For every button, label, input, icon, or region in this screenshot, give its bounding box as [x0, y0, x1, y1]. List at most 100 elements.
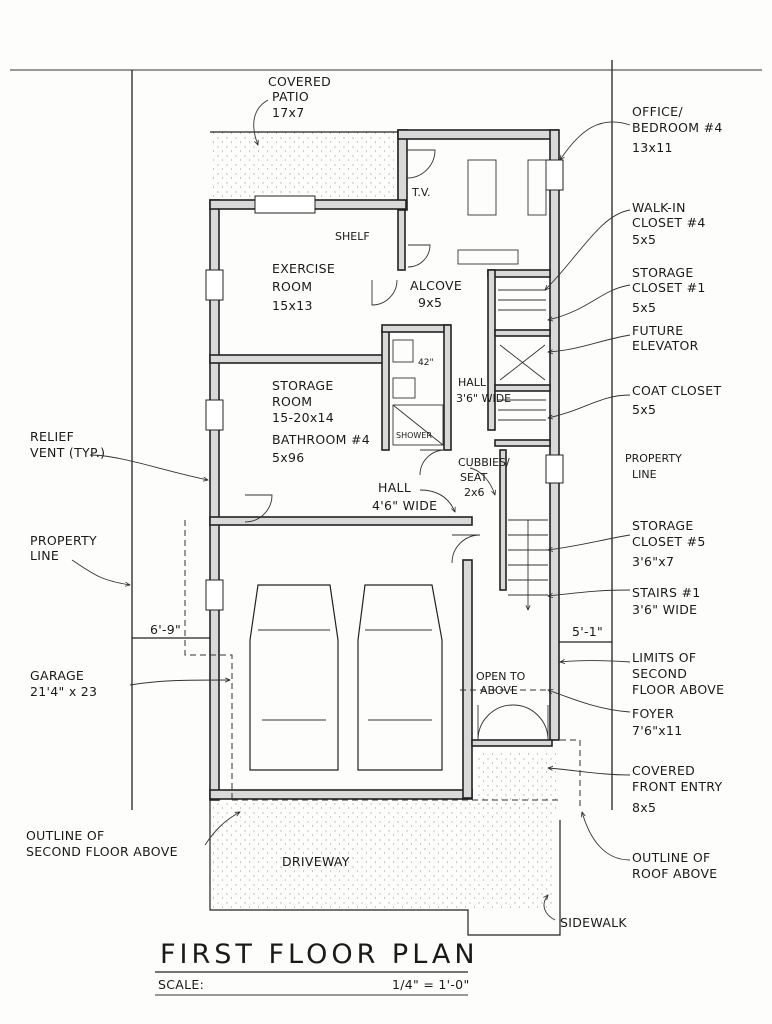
exercise-name2: ROOM: [272, 279, 312, 294]
car-right: [357, 584, 443, 771]
relief-label: RELIEF: [30, 429, 74, 444]
wall-elevator-north: [494, 329, 551, 337]
wall-north: [397, 129, 559, 140]
door-office: [407, 244, 431, 268]
leader-entry: [548, 768, 631, 776]
window-storage: [205, 399, 224, 431]
wall-stairs-west: [499, 449, 507, 591]
garage-dim: 21'4" x 23: [30, 684, 97, 699]
wall-garage-south: [209, 789, 473, 800]
bath-toilet: [392, 339, 414, 363]
elevator-name: FUTURE: [632, 323, 684, 338]
scale-value: 1/4" = 1'-0": [392, 977, 470, 992]
leader-limits: [560, 661, 631, 663]
office-dim: 13x11: [632, 140, 673, 155]
patio-name2: PATIO: [272, 89, 309, 104]
leader-walkin: [545, 209, 631, 290]
office-desk: [467, 159, 497, 216]
window-exercise: [205, 269, 224, 301]
leader-property-left: [71, 559, 130, 585]
hall1-name: HALL: [458, 376, 487, 389]
limits-label2: SECOND: [632, 666, 687, 681]
leader-patio: [253, 99, 269, 145]
fixtures: [392, 159, 548, 610]
wall-patio-east: [397, 129, 408, 211]
walkin-dim: 5x5: [632, 232, 656, 247]
wall-east: [549, 129, 560, 741]
property-left-label2: LINE: [30, 548, 59, 563]
hall2-dim: 4'6" WIDE: [372, 498, 437, 513]
door-garage: [451, 534, 481, 564]
coat-shelves: [498, 399, 546, 421]
wall-garage-east: [462, 559, 473, 799]
relief-label2: VENT (TYP.): [30, 445, 105, 460]
garage-cars: [249, 584, 443, 771]
office-name: OFFICE/: [632, 104, 683, 119]
entry-hatch: [478, 752, 556, 812]
foyer-name: FOYER: [632, 706, 674, 721]
windows: [205, 159, 564, 611]
outline-second-floor: [184, 520, 233, 800]
shower-label: SHOWER: [396, 431, 432, 440]
door-storage: [244, 494, 273, 523]
patio-dim: 17x7: [272, 105, 304, 120]
storage5-name: STORAGE: [632, 518, 694, 533]
bath-sink: [392, 377, 416, 399]
leader-sidewalk: [544, 895, 556, 921]
cubbies-name2: SEAT: [460, 471, 488, 484]
leader-roof: [582, 812, 631, 861]
wall-exercise-storage: [209, 354, 389, 364]
property-right-label: PROPERTY: [625, 452, 682, 465]
leader-hall2: [419, 489, 455, 512]
bath-shower: [392, 404, 444, 446]
leader-coat: [548, 394, 631, 418]
patio-name: COVERED: [268, 74, 331, 89]
bath-dim: 5x96: [272, 450, 304, 465]
window-stairs: [545, 454, 564, 484]
office-cabinet: [527, 159, 547, 216]
outline-roof-label2: ROOF ABOVE: [632, 866, 718, 881]
setback-right-label: 5'-1": [572, 624, 603, 639]
leader-cubbies: [469, 467, 495, 495]
leader-stairs: [548, 589, 631, 596]
door-bath: [419, 449, 446, 476]
room-labels: COVERED PATIO 17x7 OFFICE/ BEDROOM #4 13…: [30, 74, 722, 815]
title-block: FIRST FLOOR PLAN SCALE: 1/4" = 1'-0": [155, 939, 475, 996]
foyer-dim: 7'6"x11: [632, 723, 683, 738]
patio-hatch: [210, 132, 398, 204]
storageroom-name: STORAGE: [272, 378, 334, 393]
storage1-name2: CLOSET #1: [632, 280, 706, 295]
leader-outline-second: [204, 812, 240, 846]
leader-office: [560, 121, 631, 160]
driveway-outline: [209, 800, 561, 936]
wall-foyer-south: [471, 739, 553, 747]
stairs-name: STAIRS #1: [632, 585, 701, 600]
wall-storage-garage: [209, 516, 473, 526]
leader-storage1: [548, 284, 631, 320]
walkin-name2: CLOSET #4: [632, 215, 706, 230]
entry-dim: 8x5: [632, 800, 656, 815]
closet-shelves: [498, 289, 546, 311]
door-patio: [406, 149, 436, 179]
hall1-dim: 3'6" WIDE: [456, 392, 511, 405]
elevator-name2: ELEVATOR: [632, 338, 699, 353]
leader-garage: [129, 680, 230, 686]
hall2-name: HALL: [378, 480, 411, 495]
outline-second-label: OUTLINE OF: [26, 828, 105, 843]
sidewalk-label: SIDEWALK: [560, 915, 627, 930]
property-lines: [10, 60, 762, 810]
wall-bath-east: [443, 324, 452, 451]
open-above-label: OPEN TO: [476, 670, 526, 683]
property-left-label: PROPERTY: [30, 533, 97, 548]
tv-label: T.V.: [411, 186, 431, 199]
storage1-dim: 5x5: [632, 300, 656, 315]
elevator-x: [499, 344, 546, 381]
car-left-detail: [258, 629, 330, 721]
bench-label: 42": [418, 358, 434, 368]
limits-label3: FLOOR ABOVE: [632, 682, 724, 697]
shelf-label: SHELF: [335, 230, 370, 243]
limits-label: LIMITS OF: [632, 650, 696, 665]
garage-name: GARAGE: [30, 668, 84, 683]
shower-diag: [392, 404, 444, 446]
